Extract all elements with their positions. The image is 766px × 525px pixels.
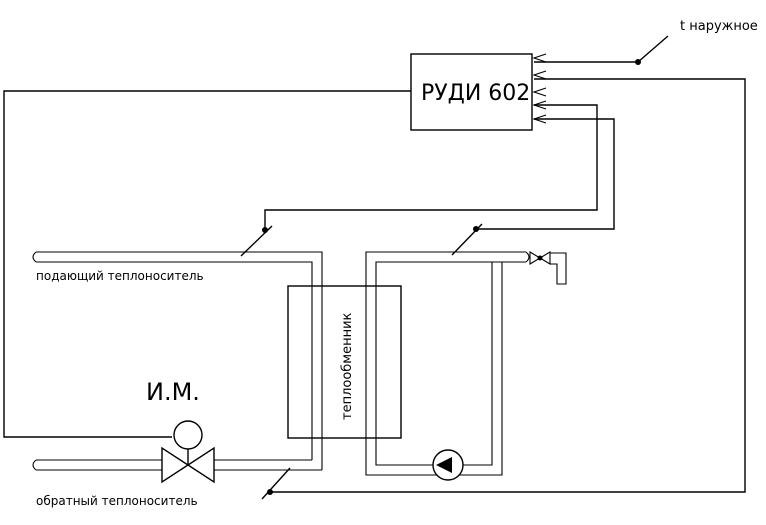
actuator-label: И.М. bbox=[146, 378, 200, 406]
input-arrow-2 bbox=[532, 70, 547, 80]
return-pipe-end bbox=[32, 459, 37, 471]
return-sensor-probe bbox=[261, 467, 291, 500]
outdoor-sensor-point bbox=[635, 59, 641, 65]
controller-label: РУДИ 602 bbox=[421, 81, 530, 106]
return-pipe: обратный теплоноситель bbox=[32, 459, 322, 508]
secondary-sensor-wiring bbox=[451, 118, 615, 256]
valve-right-triangle bbox=[186, 446, 215, 484]
actuator-icon bbox=[173, 420, 203, 450]
vent-right-triangle bbox=[538, 251, 551, 265]
circulation-pump bbox=[432, 449, 464, 481]
vent-left-triangle bbox=[529, 251, 542, 265]
actuator-control-wire bbox=[3, 90, 411, 438]
vent-outlet bbox=[550, 252, 567, 285]
controller-rudi-602: РУДИ 602 bbox=[410, 53, 547, 131]
control-valve: И.М. bbox=[146, 378, 215, 484]
supply-sensor-point bbox=[262, 227, 268, 233]
heat-exchanger-box bbox=[287, 285, 402, 439]
secondary-sensor-point bbox=[473, 226, 479, 232]
supply-pipe: подающий теплоноситель bbox=[32, 251, 323, 470]
outdoor-sensor-label: t наружное bbox=[680, 19, 758, 34]
valve-left-triangle bbox=[161, 446, 190, 484]
outdoor-sensor: t наружное bbox=[534, 19, 758, 65]
outdoor-sensor-probe bbox=[637, 35, 669, 63]
supply-sensor-wiring bbox=[240, 104, 598, 257]
controller-box bbox=[410, 53, 533, 131]
return-sensor-wiring bbox=[261, 78, 746, 500]
heat-exchanger: теплообменник bbox=[287, 285, 402, 439]
heat-exchanger-label: теплообменник bbox=[340, 312, 355, 420]
return-pipe-label: обратный теплоноситель bbox=[36, 494, 198, 508]
secondary-pipe-end bbox=[525, 251, 530, 263]
return-sensor-point bbox=[267, 489, 273, 495]
supply-pipe-label: подающий теплоноситель bbox=[36, 269, 204, 283]
supply-pipe-end bbox=[32, 251, 37, 263]
air-vent-valve bbox=[529, 251, 567, 285]
pump-direction-triangle bbox=[436, 457, 452, 473]
input-arrow-3 bbox=[532, 87, 547, 97]
input-arrow-1 bbox=[532, 53, 547, 63]
